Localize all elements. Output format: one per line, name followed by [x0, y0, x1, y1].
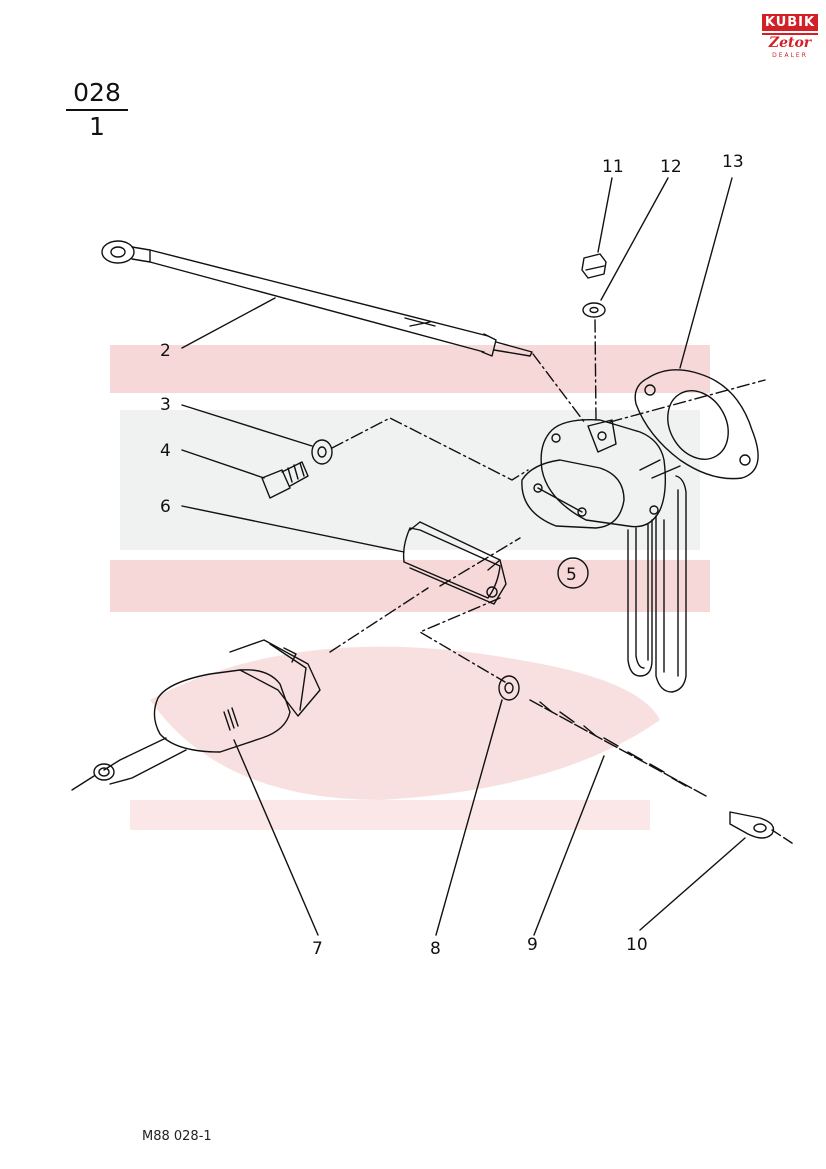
page-ref-sub: 1 [89, 112, 105, 141]
label-part-6: 6 [160, 497, 171, 517]
label-part-13: 13 [722, 152, 744, 172]
label-part-3: 3 [160, 395, 171, 415]
washer-part-8 [498, 675, 520, 701]
footer-code: M88 028-1 [142, 1129, 212, 1144]
heater-assembly-part-5 [521, 419, 687, 693]
label-part-5: 5 [566, 565, 577, 585]
label-part-2: 2 [160, 341, 171, 361]
label-part-12: 12 [660, 157, 682, 177]
bolt-part-4 [261, 461, 309, 499]
bolt-part-11 [581, 253, 607, 279]
label-part-9: 9 [527, 935, 538, 955]
wire-lead-part-2 [101, 240, 533, 357]
kubik-zetor-logo: KUBIK Zetor DEALER [762, 14, 818, 60]
page-ref-number: 028 [73, 78, 121, 107]
part-5-circle [557, 557, 589, 589]
watermark [110, 345, 710, 830]
gasket-part-13 [634, 369, 759, 480]
washer-part-3 [311, 439, 333, 465]
connector-plug-part-7 [71, 639, 321, 791]
page-ref-divider [66, 109, 128, 111]
logo-kubik: KUBIK [762, 14, 818, 31]
label-part-10: 10 [626, 935, 648, 955]
label-part-11: 11 [602, 157, 624, 177]
braided-strap-part-9 [529, 699, 707, 797]
label-part-8: 8 [430, 939, 441, 959]
logo-zetor: Zetor [762, 33, 818, 52]
label-part-4: 4 [160, 441, 171, 461]
rubber-cap-part-6 [402, 521, 507, 605]
logo-dealer: DEALER [772, 52, 808, 59]
ring-terminal-part-10 [729, 811, 796, 846]
label-part-7: 7 [312, 939, 323, 959]
washer-part-12 [582, 302, 606, 318]
